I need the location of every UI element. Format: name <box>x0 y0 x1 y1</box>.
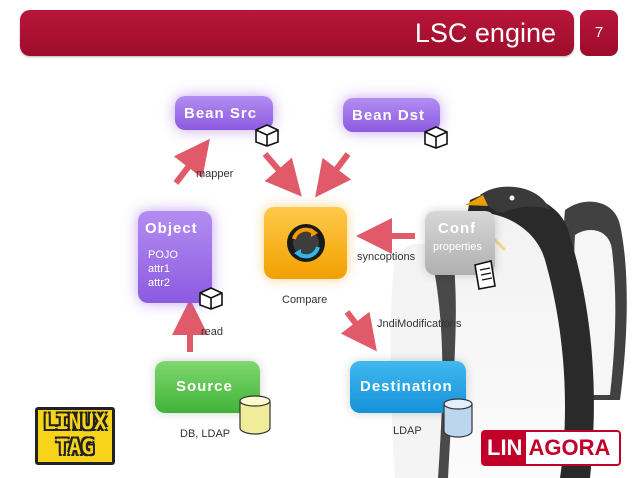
destination-label: Destination <box>360 378 453 395</box>
linagora-logo-agora: AGORA <box>528 435 611 460</box>
title-bar: LSC engine <box>20 10 574 56</box>
compare-caption: Compare <box>282 294 328 306</box>
linux-tag-line2: TAG <box>56 435 94 459</box>
sync-icon <box>287 224 325 262</box>
document-icon <box>474 260 496 290</box>
slide-title: LSC engine <box>414 18 556 48</box>
bean-src-label: Bean Src <box>184 105 258 122</box>
object-attr-pojo: POJO <box>148 249 178 261</box>
page-number: 7 <box>580 10 618 56</box>
object-attr-1: attr1 <box>148 263 171 275</box>
destination-caption: LDAP <box>393 425 422 437</box>
arrow-object-to-beansrc <box>173 138 210 185</box>
source-label: Source <box>176 378 233 395</box>
object-box: Object POJO attr1 attr2 <box>138 211 212 303</box>
bean-dst-box: Bean Dst <box>343 98 440 132</box>
linux-tag-logo: LINUX TAG <box>35 407 115 465</box>
bean-src-box: Bean Src <box>175 96 273 130</box>
arrow-compare-to-destination <box>340 310 377 352</box>
bean-dst-package-icon <box>424 126 448 149</box>
edge-label-syncoptions: syncoptions <box>357 251 416 263</box>
source-database-icon <box>239 395 271 435</box>
arrow-beansrc-to-compare <box>262 152 302 197</box>
linagora-logo-lin: LIN <box>483 432 527 464</box>
conf-label: Conf <box>438 220 477 237</box>
bean-src-package-icon <box>255 124 279 147</box>
object-label: Object <box>145 220 198 237</box>
edge-label-mapper: mapper <box>196 168 234 180</box>
edge-label-read: read <box>201 326 224 338</box>
object-package-icon <box>199 287 223 310</box>
destination-database-icon <box>443 398 473 438</box>
conf-properties: properties <box>433 241 482 253</box>
linux-tag-line1: LINUX <box>43 410 107 434</box>
arrow-beandst-to-compare <box>315 152 352 198</box>
edge-label-jndimodifications: JndiModifications <box>377 318 462 330</box>
source-caption: DB, LDAP <box>180 428 231 440</box>
bean-dst-label: Bean Dst <box>352 107 426 124</box>
lsc-engine-box <box>264 207 347 279</box>
object-attr-2: attr2 <box>148 277 171 289</box>
